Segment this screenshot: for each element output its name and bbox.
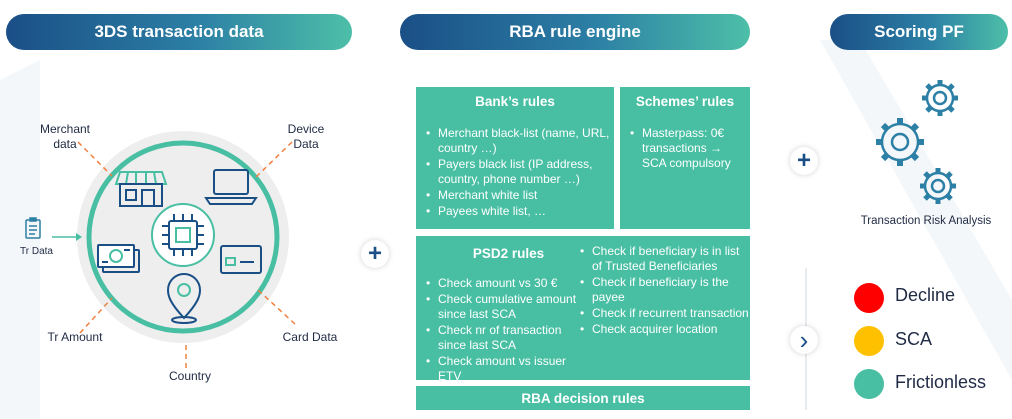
- card-icon: [220, 245, 262, 274]
- sca-dot: [854, 326, 884, 356]
- transaction-risk-analysis-label: Transaction Risk Analysis: [860, 215, 992, 227]
- psd2-rules-title: PSD2 rules: [472, 246, 545, 261]
- schemes-rules-box: Schemes’ rules Masterpass: 0€ transactio…: [620, 87, 750, 229]
- header-scoring-pf: Scoring PF: [830, 14, 1008, 50]
- chevron-right-icon: ›: [790, 326, 818, 354]
- banks-rules-box: Bank’s rules Merchant black-list (name, …: [416, 87, 614, 229]
- list-item: Check acquirer location: [580, 322, 752, 337]
- header-rba-rule-engine: RBA rule engine: [400, 14, 750, 50]
- list-item: Check if recurrent transaction: [580, 306, 752, 321]
- frictionless-dot: [854, 369, 884, 399]
- outcome-sca-label: SCA: [895, 329, 933, 349]
- label-merchant-data: Merchant data: [39, 122, 91, 151]
- outcome-decline-label: Decline: [895, 285, 956, 305]
- list-item: Merchant black-list (name, URL, country …: [426, 126, 614, 156]
- rba-decision-rules-title: RBA decision rules: [521, 390, 645, 406]
- label-country: Country: [168, 369, 212, 383]
- list-item: Payees white list, …: [426, 204, 614, 219]
- psd2-right-list: Check if beneficiary is in list of Trust…: [570, 244, 752, 338]
- banks-rules-list: Merchant black-list (name, URL, country …: [416, 126, 614, 219]
- list-item: Check cumulative amount since last SCA: [426, 292, 588, 322]
- label-device-data: Device Data: [287, 122, 325, 151]
- label-card-data: Card Data: [282, 330, 338, 344]
- plus-icon: +: [790, 147, 818, 175]
- rba-decision-rules-box: RBA decision rules: [416, 386, 750, 410]
- list-item: Payers black list (IP address, country, …: [426, 157, 614, 187]
- psd2-rules-box: PSD2 rules Check amount vs 30 € Check cu…: [416, 236, 752, 383]
- money-icon: [97, 244, 140, 273]
- header-label: RBA rule engine: [509, 22, 641, 41]
- list-item: Check amount vs issuer ETV: [426, 354, 588, 384]
- schemes-rules-title: Schemes’ rules: [635, 94, 735, 109]
- list-item: Check amount vs 30 €: [426, 276, 588, 291]
- label-tr-data: Tr Data: [20, 246, 53, 257]
- list-item: Check if beneficiary is the payee: [580, 275, 752, 305]
- list-item: Check if beneficiary is in list of Trust…: [580, 244, 752, 274]
- banks-rules-title: Bank’s rules: [475, 94, 555, 109]
- outcome-frictionless-label: Frictionless: [895, 372, 987, 392]
- laptop-icon: [204, 169, 258, 205]
- header-label: Scoring PF: [874, 22, 964, 41]
- psd2-left-list: Check amount vs 30 € Check cumulative am…: [416, 276, 588, 385]
- decline-dot: [854, 283, 884, 313]
- header-3ds-transaction-data: 3DS transaction data: [6, 14, 352, 50]
- list-item: Check nr of transaction since last SCA: [426, 323, 588, 353]
- label-tr-amount: Tr Amount: [47, 330, 103, 344]
- list-item: Merchant white list: [426, 188, 614, 203]
- gears-icon: [876, 80, 958, 204]
- location-pin-icon: [166, 273, 202, 324]
- list-item: Masterpass: 0€ transactions → SCA compul…: [630, 126, 736, 171]
- clipboard-icon: [25, 217, 41, 239]
- schemes-rules-list: Masterpass: 0€ transactions → SCA compul…: [620, 126, 750, 171]
- transaction-data-diagram: [25, 131, 296, 368]
- header-label: 3DS transaction data: [94, 22, 264, 41]
- chip-icon: [151, 203, 215, 267]
- store-icon: [114, 171, 168, 207]
- plus-icon: +: [361, 240, 389, 268]
